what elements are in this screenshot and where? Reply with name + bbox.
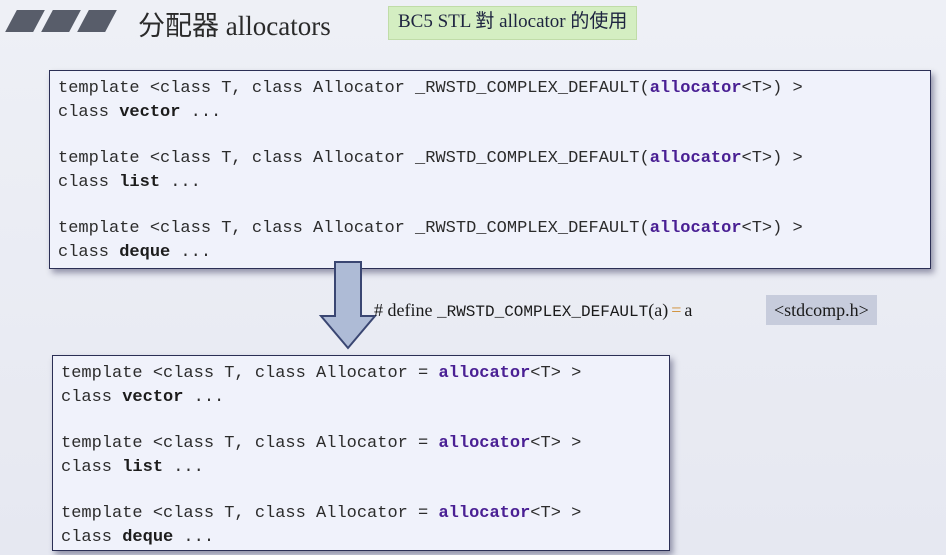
class-name: list [119,173,161,192]
code-text: class [58,243,120,262]
code-text: template <class T, class Allocator = [61,504,439,523]
code-text: ... [160,173,201,192]
decoration-bar [5,10,45,32]
code-text: <T>) > [741,149,803,168]
code-text: ... [170,243,212,262]
code-text: template <class T, class Allocator _RWST… [58,219,650,238]
code-block-vector: template <class T, class Allocator _RWST… [58,77,922,125]
class-name: deque [119,243,171,262]
code-text: <T> > [530,364,582,383]
code-text: ... [183,388,225,407]
code-text: ... [163,458,204,477]
define-directive: # define [374,300,437,320]
code-block-deque: template <class T, class Allocator _RWST… [58,217,922,265]
code-block-deque: template <class T, class Allocator = all… [61,502,661,550]
decoration-bar [77,10,117,32]
define-macro: _RWSTD_COMPLEX_DEFAULT [436,303,649,321]
code-keyword: allocator [649,79,742,98]
title-decoration-bars [5,10,117,32]
class-name: vector [119,103,181,122]
code-text: template <class T, class Allocator _RWST… [58,79,650,98]
define-value: a [684,300,693,320]
code-keyword: allocator [649,219,742,238]
code-text: ... [180,103,222,122]
code-block-list: template <class T, class Allocator = all… [61,432,661,480]
code-text: <T> > [530,434,582,453]
code-keyword: allocator [438,504,531,523]
code-text: template <class T, class Allocator = [61,364,439,383]
code-text: class [58,103,120,122]
code-keyword: allocator [649,149,742,168]
class-name: vector [122,388,184,407]
code-keyword: allocator [438,434,531,453]
code-text: class [58,173,120,192]
code-text: <T>) > [741,79,803,98]
code-block-list: template <class T, class Allocator _RWST… [58,147,922,195]
code-block-vector: template <class T, class Allocator = all… [61,362,661,410]
original-code-box: template <class T, class Allocator _RWST… [49,70,931,269]
class-name: list [122,458,164,477]
header-file-tag: <stdcomp.h> [766,295,877,325]
define-equals: = [671,300,682,320]
code-text: class [61,388,123,407]
slide-subtitle: BC5 STL 對 allocator 的使用 [388,6,638,40]
code-text: template <class T, class Allocator = [61,434,439,453]
expanded-code-box: template <class T, class Allocator = all… [52,355,670,551]
code-keyword: allocator [438,364,531,383]
define-note: # define _RWSTD_COMPLEX_DEFAULT(a)=a [374,298,692,322]
code-text: class [61,458,123,477]
code-text: class [61,528,123,547]
slide-title: 分配器 allocators [138,11,331,41]
code-text: <T>) > [741,219,803,238]
code-text: ... [173,528,215,547]
down-arrow-icon [318,261,378,350]
code-text: <T> > [530,504,582,523]
code-text: template <class T, class Allocator _RWST… [58,149,650,168]
define-arg: (a) [648,300,669,320]
class-name: deque [122,528,174,547]
decoration-bar [41,10,81,32]
